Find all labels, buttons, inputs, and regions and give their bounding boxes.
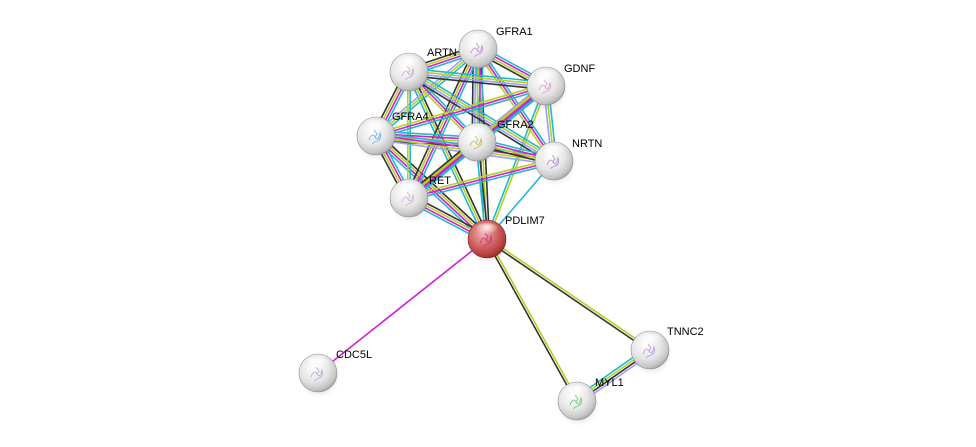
node-gfra1[interactable]: GFRA1 [458, 26, 533, 74]
node-label: PDLIM7 [505, 215, 545, 227]
edge-line-coexpression [377, 132, 490, 237]
edge-line-homology [408, 72, 546, 88]
edge-line-homology [373, 46, 477, 135]
edge-line-textmining [409, 70, 556, 161]
edge-nrtn-ret[interactable] [408, 157, 555, 202]
edge-line-experiment [317, 238, 488, 374]
edge-line-coexpression [405, 47, 476, 197]
node-highlight [534, 70, 558, 84]
node-artn[interactable]: ARTN [389, 47, 457, 97]
node-highlight [306, 357, 330, 371]
edge-artn-gdnf[interactable] [408, 67, 547, 91]
node-gdnf[interactable]: GDNF [526, 63, 595, 111]
edge-line-database [485, 85, 546, 239]
edge-line-textmining [409, 70, 547, 86]
node-highlight [397, 56, 421, 70]
edge-line-homology [407, 72, 554, 163]
edge-line-textmining [487, 86, 548, 240]
edge-line-textmining [407, 48, 478, 198]
node-nrtn[interactable]: NRTN [534, 138, 602, 186]
edge-line-coexpression [408, 74, 546, 91]
edge-pdlim7-cdc5l[interactable] [317, 238, 488, 374]
edge-line-experiment [375, 85, 547, 137]
edge-gdnf-gfra4[interactable] [375, 82, 547, 140]
node-tnnc2[interactable]: TNNC2 [630, 326, 704, 375]
node-label: CDC5L [336, 349, 372, 361]
edge-line-textmining [487, 238, 579, 401]
node-highlight [466, 33, 490, 47]
edge-line-textmining [376, 134, 489, 239]
node-highlight [465, 126, 489, 140]
edge-pdlim7-tnnc2[interactable] [485, 237, 652, 352]
node-ret[interactable]: RET [389, 175, 451, 223]
node-label: NRTN [572, 138, 602, 150]
node-label: GDNF [564, 63, 595, 75]
node-label: GFRA4 [392, 111, 429, 123]
node-gfra4[interactable]: GFRA4 [356, 111, 429, 161]
node-label: RET [429, 175, 451, 187]
edge-line-textmining [408, 157, 554, 197]
edge-pdlim7-myl1[interactable] [485, 238, 579, 402]
edge-line-coexpression [485, 239, 577, 402]
edge-line-experiment [374, 136, 487, 241]
node-highlight [364, 120, 388, 134]
node-label: ARTN [427, 47, 457, 59]
edge-line-database [409, 162, 555, 202]
edge-line-database [409, 67, 547, 84]
node-label: MYL1 [595, 377, 624, 389]
edge-line-experiment [408, 160, 555, 199]
edge-line-database [376, 87, 547, 140]
node-label: TNNC2 [667, 326, 704, 338]
node-label: GFRA2 [497, 119, 534, 131]
edge-line-database [410, 68, 557, 159]
edge-line-textmining [487, 237, 652, 350]
node-cdc5l[interactable]: CDC5L [298, 349, 372, 398]
node-myl1[interactable]: MYL1 [557, 377, 624, 426]
edge-line-coexpression [406, 74, 553, 165]
node-label: GFRA1 [496, 26, 533, 38]
node-highlight [397, 182, 421, 196]
edge-line-coexpression [485, 239, 650, 352]
node-gfra2[interactable]: GFRA2 [457, 119, 534, 167]
edge-line-textmining [375, 82, 546, 135]
node-highlight [475, 223, 499, 237]
edge-artn-nrtn[interactable] [406, 68, 557, 165]
edge-pdlim7-gdnf[interactable] [485, 85, 548, 240]
node-highlight [542, 145, 566, 159]
node-highlight [565, 385, 589, 399]
node-pdlim7[interactable]: PDLIM7 [467, 215, 545, 264]
node-highlight [638, 334, 662, 348]
